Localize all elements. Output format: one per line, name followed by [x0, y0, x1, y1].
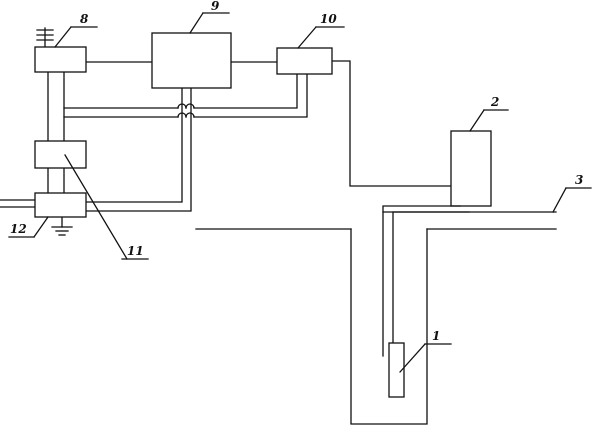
middle-unit-box — [34, 140, 87, 169]
label-transmitter: 10 — [320, 12, 337, 26]
antenna-unit-box — [34, 46, 87, 73]
label-grounded-unit: 12 — [10, 222, 27, 236]
ground-surface — [195, 211, 557, 230]
label-middle-unit: 11 — [127, 244, 144, 258]
transmitter-box — [276, 47, 333, 75]
label-well: 1 — [432, 329, 440, 343]
label-control-box: 2 — [490, 95, 499, 109]
connection-lines — [85, 60, 452, 187]
external-cable — [0, 199, 36, 208]
main-unit-box — [151, 32, 232, 89]
grounded-unit-box — [34, 192, 87, 218]
downhole-tool — [388, 342, 405, 398]
control-box — [450, 130, 492, 207]
ground-icon — [51, 216, 73, 236]
antenna-icon — [36, 27, 54, 48]
well-cables — [382, 205, 470, 357]
leader-lines — [8, 12, 592, 373]
label-ground-surface: 3 — [575, 173, 583, 187]
label-antenna-unit: 8 — [80, 12, 89, 26]
left-rack-rails — [47, 71, 65, 194]
box9-to-box12-wires — [85, 87, 192, 212]
well-bore — [350, 228, 428, 425]
label-main-unit: 9 — [211, 0, 220, 13]
